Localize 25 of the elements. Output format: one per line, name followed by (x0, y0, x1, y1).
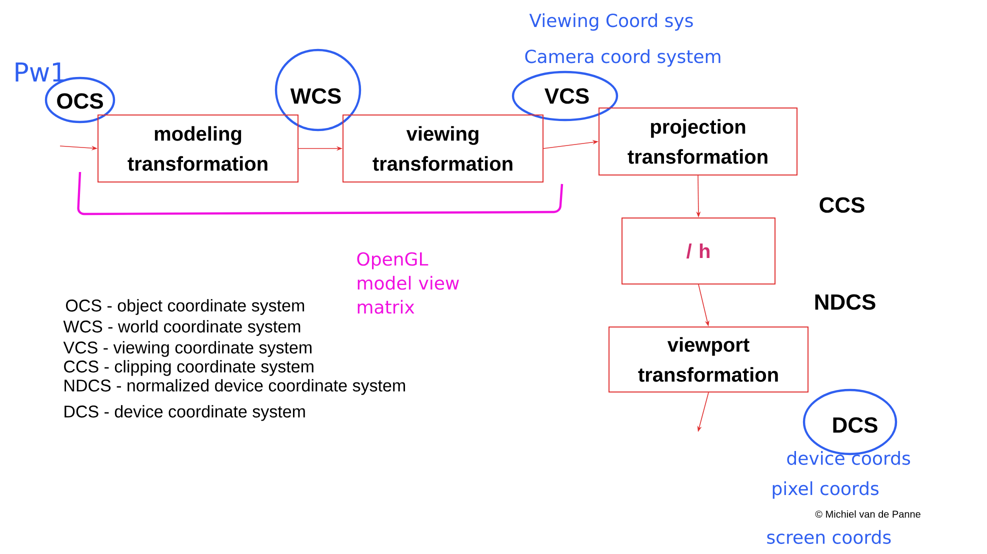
process-box: modeling transformation (98, 114, 298, 182)
coordinate-system-label: OCS (57, 93, 103, 109)
handwritten-note: Pw1 (16, 62, 64, 82)
process-box: viewport transformation (608, 326, 808, 392)
copyright-note: © Michiel van de Panne (815, 510, 920, 518)
process-box: projection transformation (598, 108, 798, 176)
coordinate-system-label: VCS (544, 88, 589, 104)
legend-text: VCS - viewing coordinate system (63, 341, 312, 357)
coordinate-system-label: NDCS (815, 294, 876, 310)
legend-text: OCS - object coordinate system (66, 299, 304, 315)
legend-text: NDCS - normalized device coordinate system (64, 379, 405, 395)
process-box: / h (622, 218, 776, 284)
handwritten-note: Camera coord system (525, 49, 720, 67)
legend-text: CCS - clipping coordinate system (64, 360, 314, 376)
process-box: viewing transformation (342, 114, 544, 182)
legend-text: DCS - device coordinate system (64, 405, 305, 421)
handwritten-note: device coords (787, 451, 910, 465)
handwritten-note: pixel coords (772, 481, 878, 499)
coordinate-system-label: CCS (820, 197, 864, 213)
handwritten-note: screen coords (767, 530, 891, 544)
handwritten-note: Viewing Coord sys (529, 13, 693, 31)
handwritten-note: OpenGL model view matrix (357, 252, 459, 314)
legend-text: WCS - world coordinate system (63, 320, 300, 336)
coordinate-system-label: WCS (290, 88, 341, 104)
coordinate-system-label: DCS (833, 417, 878, 433)
